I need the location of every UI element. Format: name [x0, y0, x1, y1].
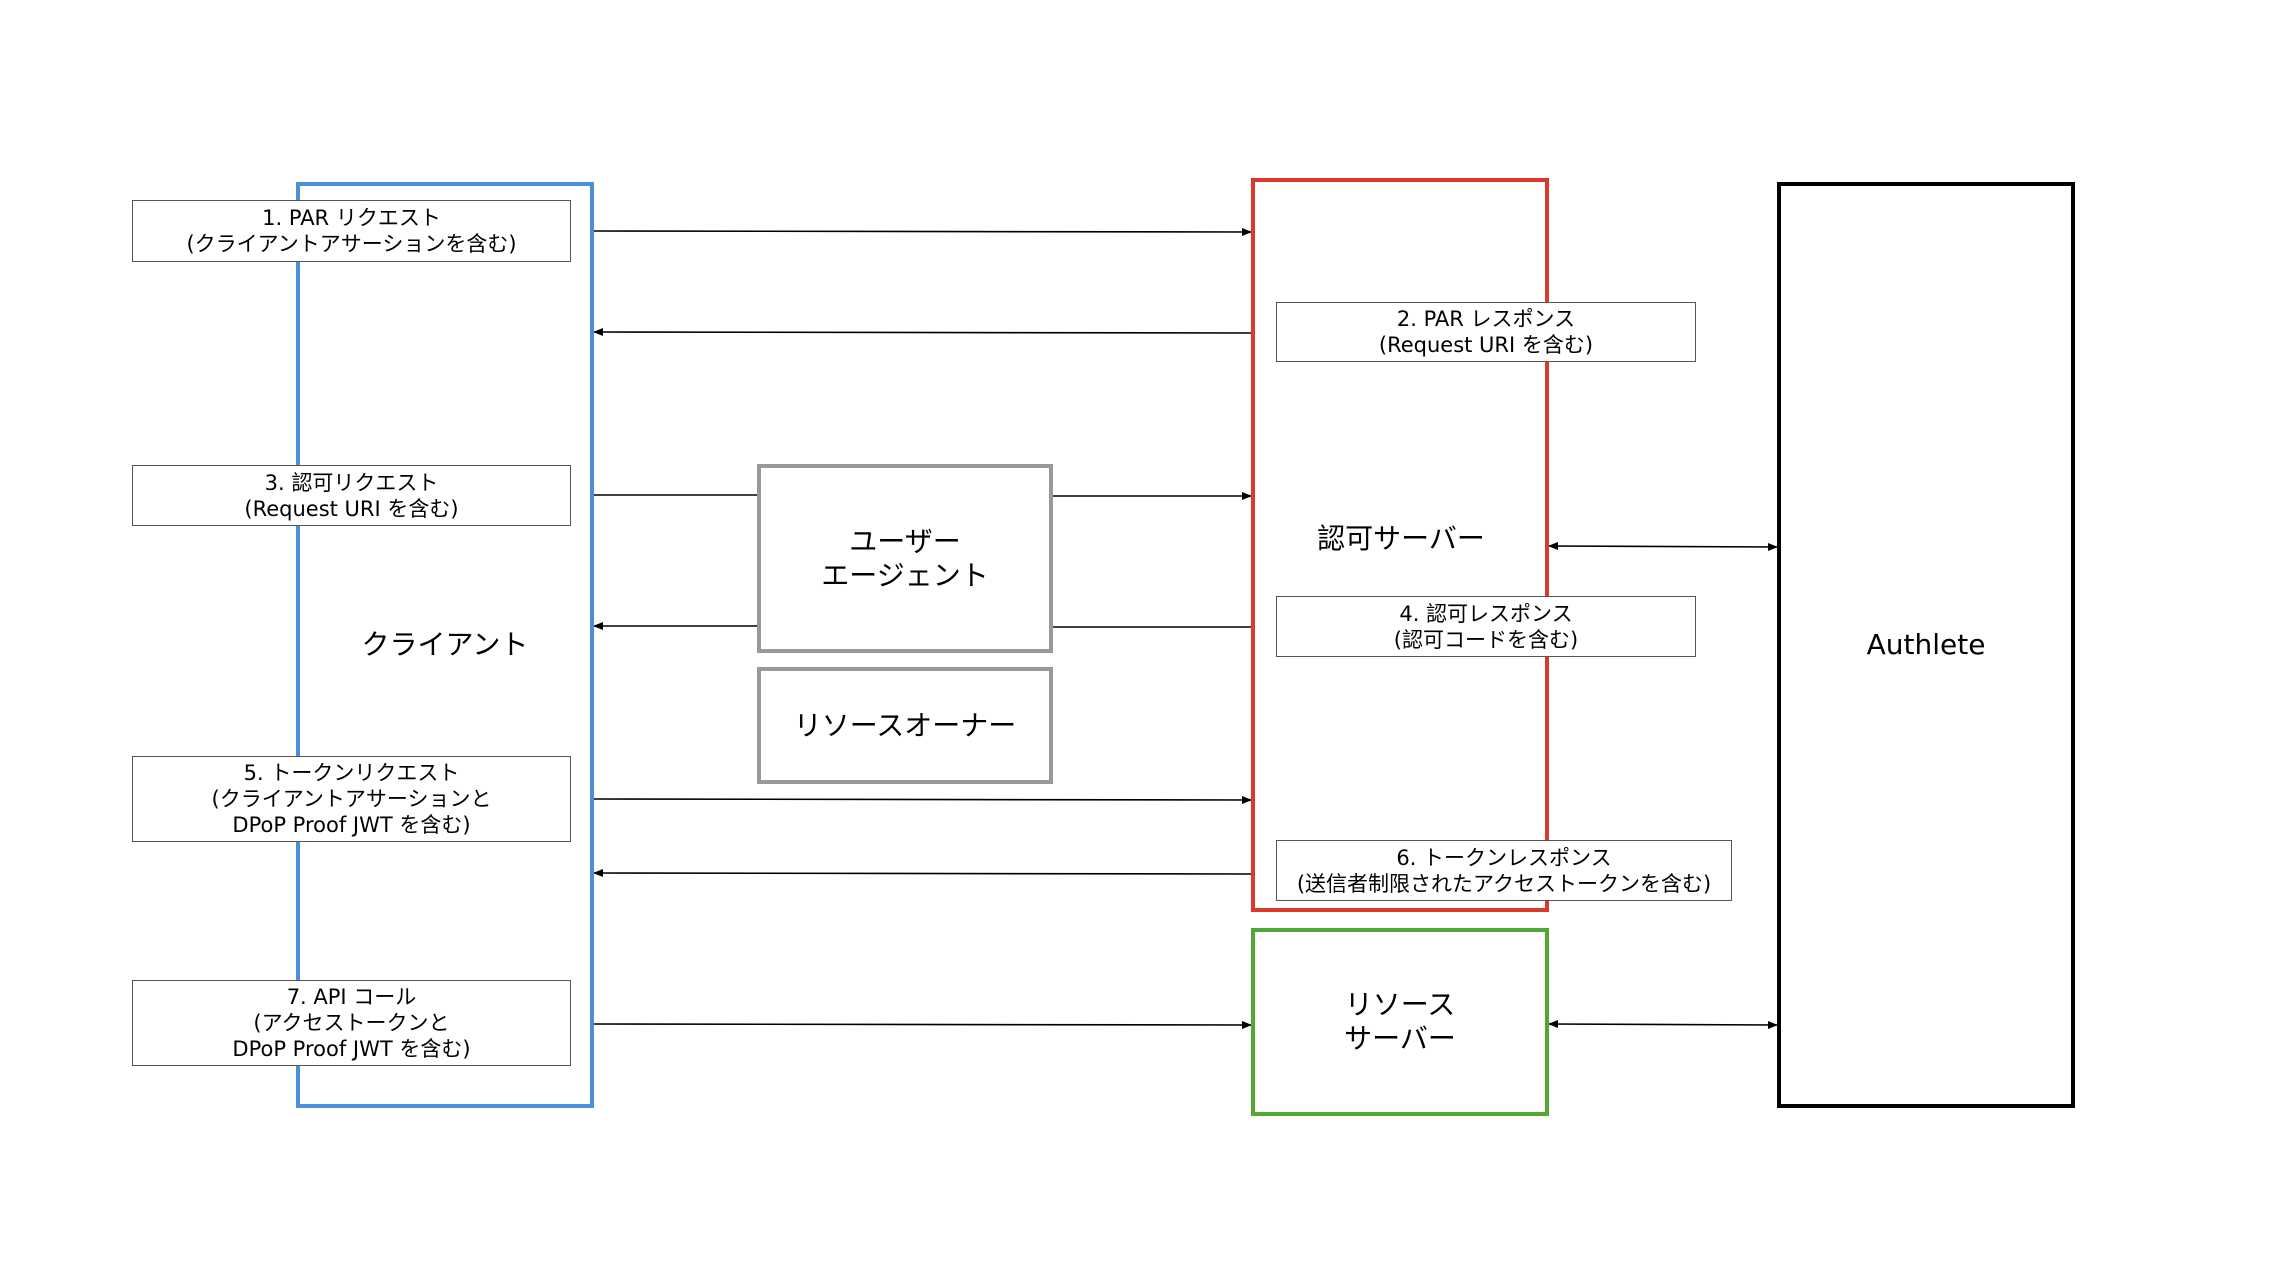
par-request-label: 1. PAR リクエスト (クライアントアサーションを含む) — [132, 200, 571, 262]
arrow-resourceserver-authlete — [1548, 1020, 1778, 1029]
arrow-token-response — [593, 869, 1252, 878]
resource-owner-box: リソースオーナー — [757, 667, 1053, 784]
auth-response-label: 4. 認可レスポンス (認可コードを含む) — [1276, 596, 1696, 657]
resource-server-box: リソース サーバー — [1251, 928, 1549, 1116]
arrow-par-request — [593, 227, 1252, 236]
authlete-box: Authlete — [1777, 182, 2075, 1108]
par-response-label: 2. PAR レスポンス (Request URI を含む) — [1276, 302, 1696, 362]
auth-request-label: 3. 認可リクエスト (Request URI を含む) — [132, 465, 571, 526]
user-agent-box: ユーザー エージェント — [757, 464, 1053, 653]
arrow-api-call — [593, 1020, 1252, 1029]
authlete-label: Authlete — [1866, 628, 1986, 661]
client-label: クライアント — [361, 628, 529, 661]
resource-owner-label: リソースオーナー — [793, 708, 1017, 742]
user-agent-label: ユーザー エージェント — [821, 524, 989, 592]
token-response-label: 6. トークンレスポンス (送信者制限されたアクセストークンを含む) — [1276, 840, 1732, 901]
auth-server-box — [1251, 178, 1549, 912]
arrow-par-response — [593, 328, 1252, 337]
auth-server-label: 認可サーバー — [1317, 522, 1485, 555]
resource-server-label: リソース サーバー — [1344, 988, 1456, 1055]
client-box: クライアント — [296, 182, 594, 1108]
arrow-authserver-authlete — [1548, 542, 1778, 551]
api-call-label: 7. API コール (アクセストークンと DPoP Proof JWT を含む… — [132, 980, 571, 1066]
token-request-label: 5. トークンリクエスト (クライアントアサーションと DPoP Proof J… — [132, 756, 571, 842]
arrow-token-request — [593, 795, 1252, 804]
